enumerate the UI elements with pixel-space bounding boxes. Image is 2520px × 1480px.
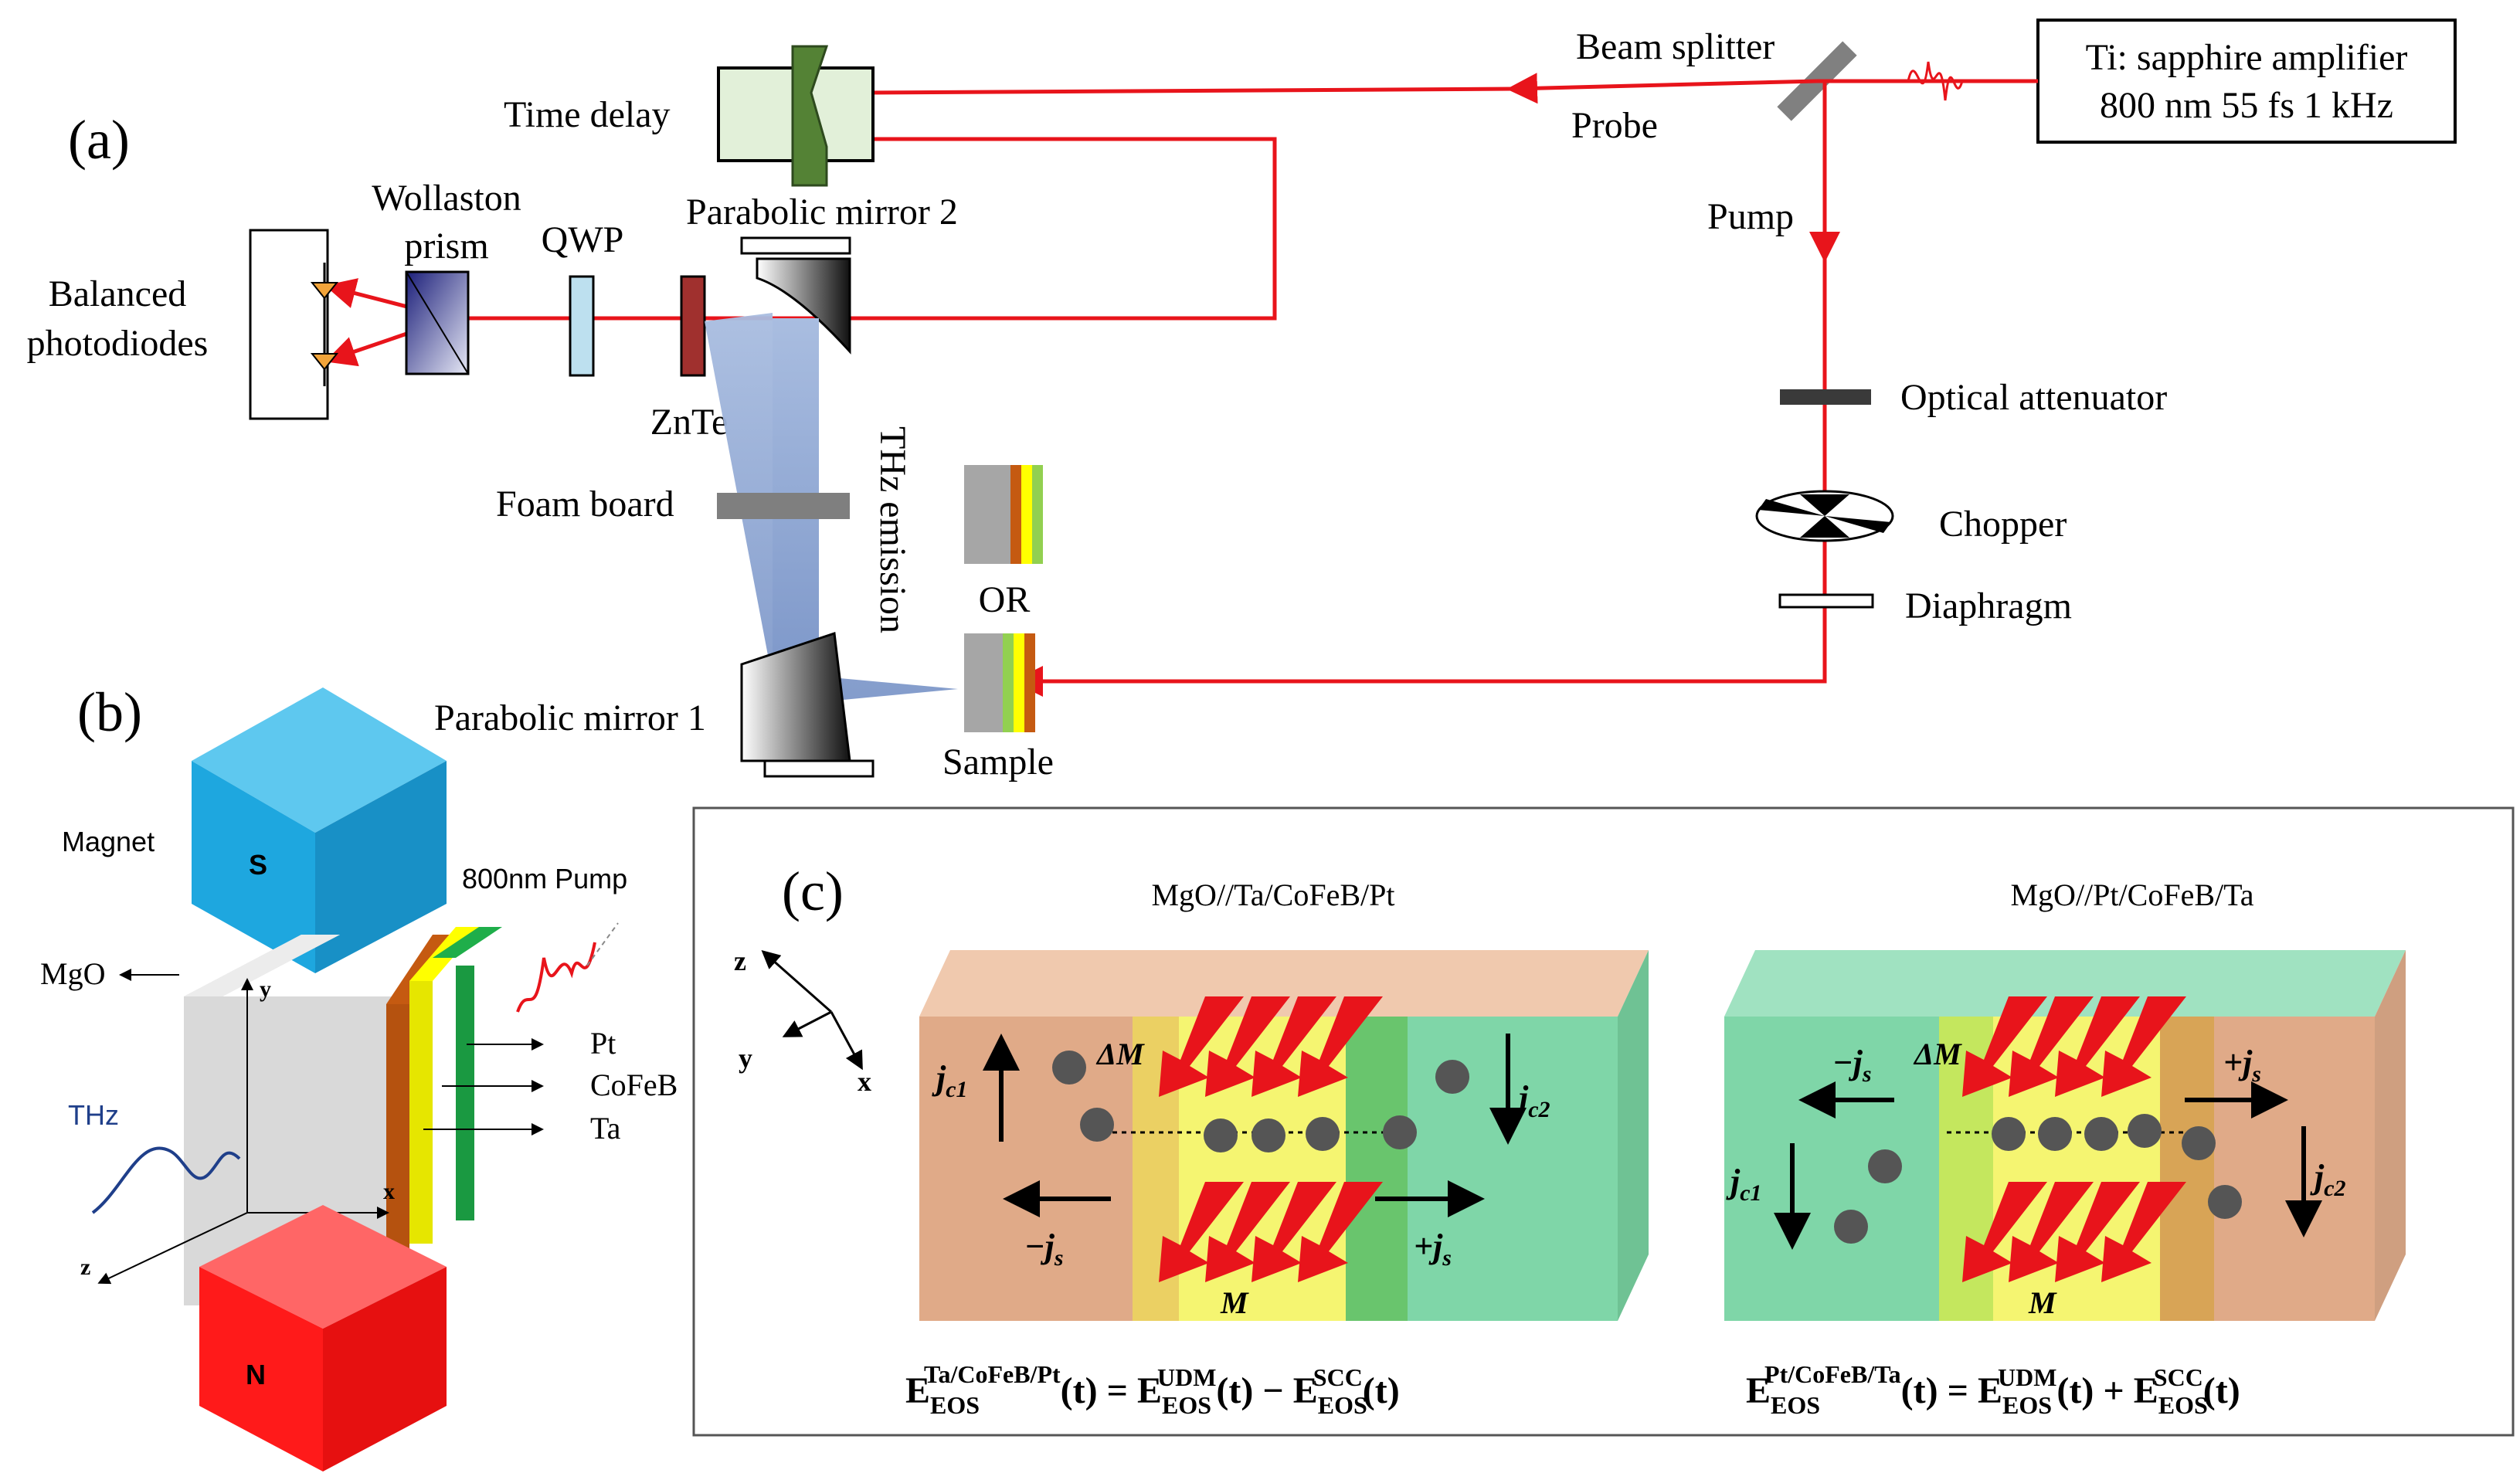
pt-label: Pt	[590, 1026, 616, 1061]
znte-crystal: ZnTe	[650, 275, 728, 443]
magnet-south: S	[192, 687, 447, 973]
parabolic-mirror-1-label: Parabolic mirror 1	[434, 698, 706, 738]
probe-label: Probe	[1571, 105, 1658, 146]
panel-b-label: (b)	[77, 681, 142, 743]
diaphragm-label: Diaphragm	[1905, 586, 2072, 626]
c-axis-z: z	[734, 945, 746, 976]
parabolic-mirror-2: Parabolic mirror 2	[686, 192, 958, 355]
axis-z-label: z	[80, 1254, 90, 1280]
znte-label: ZnTe	[650, 402, 728, 443]
foam-board: Foam board	[496, 484, 850, 524]
c-axis-x: x	[858, 1066, 871, 1097]
thz-label: THz	[68, 1099, 119, 1131]
right-spin-arrows-icon	[1962, 996, 2186, 1282]
wollaston-label-1: Wollaston	[372, 178, 521, 219]
left-equation: EEOSTa/CoFeB/Pt(t) = EEOSUDM(t) − EEOSSC…	[905, 1360, 1400, 1419]
chopper-label: Chopper	[1939, 504, 2067, 545]
stack-right: MgO//Pt/CoFeB/Ta	[1724, 877, 2406, 1419]
parabolic-mirror-1: Parabolic mirror 1	[434, 631, 875, 778]
magnet-label: Magnet	[62, 826, 155, 857]
sample: Sample	[942, 633, 1054, 782]
left-electron-chain	[1052, 1051, 1469, 1152]
time-delay-label: Time delay	[504, 94, 671, 135]
parabolic-mirror-2-label: Parabolic mirror 2	[686, 192, 958, 233]
axis-y-label: y	[260, 976, 271, 1002]
panel-c-label: (c)	[782, 861, 844, 922]
left-plus-js: +js	[1414, 1227, 1452, 1271]
right-equation: EEOSPt/CoFeB/Ta(t) = EEOSUDM(t) + EEOSSC…	[1746, 1360, 2240, 1419]
time-delay-stage: Time delay	[504, 45, 875, 187]
left-m: M	[1220, 1285, 1249, 1320]
laser-name: Ti: sapphire amplifier	[2086, 37, 2408, 78]
right-delta-m: ΔM	[1913, 1037, 1962, 1071]
magnet-n-label: N	[246, 1359, 266, 1390]
left-minus-js: −js	[1024, 1227, 1064, 1271]
beam-splitter-label: Beam splitter	[1576, 26, 1775, 67]
right-title: MgO//Pt/CoFeB/Ta	[2010, 877, 2253, 912]
photodiodes-label-1: Balanced	[49, 273, 187, 314]
panel-c-axes: z y x	[734, 945, 871, 1097]
left-spin-arrows-icon	[1159, 996, 1383, 1282]
stack-left: MgO//Ta/CoFeB/Pt	[905, 877, 1649, 1419]
left-delta-m: ΔM	[1095, 1037, 1145, 1071]
pump-pulse-b-icon	[516, 922, 619, 1013]
right-plus-js: +js	[2223, 1044, 2261, 1087]
qwp-label: QWP	[542, 219, 624, 260]
left-jc1: jc1	[932, 1059, 968, 1102]
laser-beam-paths	[324, 73, 2038, 697]
or-label: OR	[979, 579, 1031, 620]
magnet-north: N	[199, 1205, 447, 1472]
laser-spec: 800 nm 55 fs 1 kHz	[2100, 85, 2393, 126]
ta-label: Ta	[590, 1111, 621, 1146]
wollaston-prism: Wollaston prism	[372, 178, 521, 375]
pump-label: Pump	[1707, 196, 1794, 237]
mgo-label: MgO	[40, 956, 105, 991]
foam-board-label: Foam board	[496, 484, 674, 524]
right-m: M	[2028, 1285, 2057, 1320]
qwp-plate: QWP	[542, 219, 624, 377]
cofeb-label: CoFeB	[590, 1068, 678, 1102]
right-minus-js: −js	[1832, 1044, 1872, 1087]
thz-emission-label: THz emission	[872, 426, 913, 633]
or-sample: OR	[964, 465, 1043, 620]
diaphragm: Diaphragm	[1778, 586, 2072, 626]
optical-attenuator: Optical attenuator	[1780, 377, 2167, 418]
c-axis-y: y	[739, 1043, 752, 1074]
axis-x-label: x	[383, 1179, 395, 1204]
sample-label: Sample	[942, 742, 1054, 782]
panel-c-frame	[692, 806, 2515, 1437]
chopper-wheel: Chopper	[1755, 490, 2067, 545]
laser-source: Ti: sapphire amplifier 800 nm 55 fs 1 kH…	[2036, 19, 2457, 144]
panel-a-label: (a)	[68, 109, 130, 171]
wollaston-label-2: prism	[404, 226, 488, 266]
thz-wave-b-icon	[91, 1146, 241, 1214]
left-title: MgO//Ta/CoFeB/Pt	[1151, 877, 1394, 912]
optical-attenuator-label: Optical attenuator	[1900, 377, 2167, 418]
balanced-photodiodes: Balanced photodiodes	[27, 229, 339, 420]
photodiodes-label-2: photodiodes	[27, 323, 209, 364]
right-electron-chain	[1834, 1114, 2242, 1244]
pump-800-label: 800nm Pump	[462, 863, 627, 894]
magnet-s-label: S	[249, 849, 267, 881]
